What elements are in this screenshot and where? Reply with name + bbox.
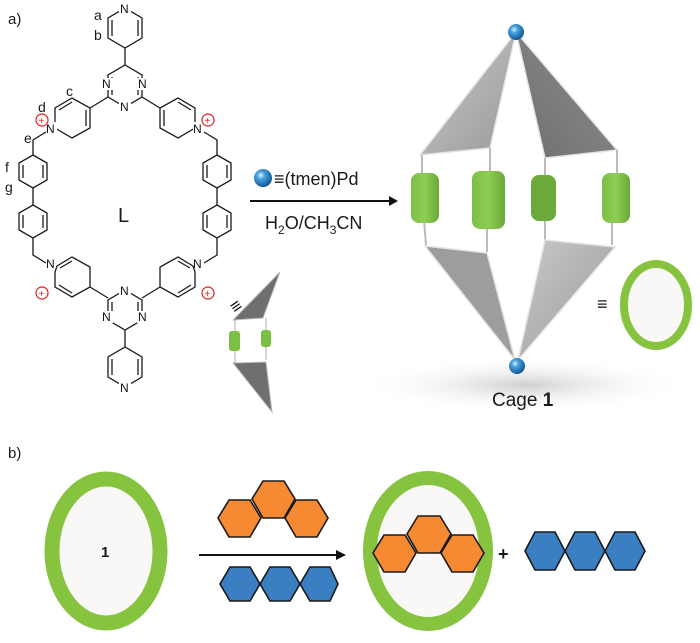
svg-text:N: N [102, 77, 111, 91]
bound-phenanthrene [372, 515, 485, 573]
reaction-arrow[interactable]: ≡(tmen)Pd H2O/CH3CN [250, 169, 398, 237]
ring-equivalence-symbol: ≡ [597, 294, 608, 314]
pd-sphere-icon [508, 24, 524, 40]
top-triazine: N N N [101, 64, 149, 114]
svg-text:N: N [120, 381, 129, 395]
half-cage-schematic [229, 271, 281, 414]
cage-ring-icon [620, 260, 692, 350]
phenanthrene-molecule [217, 480, 329, 538]
charge-icon [201, 113, 215, 127]
svg-text:+: + [39, 116, 45, 127]
proton-label-g: g [5, 179, 13, 195]
cage-1-model [360, 24, 690, 413]
charge-icon [35, 286, 49, 300]
solvent-label: H2O/CH3CN [265, 213, 362, 237]
proton-label-c: c [66, 83, 73, 99]
panel-b-label: b) [8, 445, 21, 462]
proton-label-e: e [24, 130, 32, 146]
svg-text:N: N [120, 284, 129, 298]
panel-a-label: a) [8, 11, 21, 28]
proton-label-b: b [94, 27, 102, 43]
top-pyridine: N [107, 2, 143, 49]
reagent-label: ≡(tmen)Pd [274, 169, 359, 189]
free-anthracene [524, 531, 646, 571]
anthracene-molecule [219, 566, 339, 602]
pd-sphere-icon [509, 358, 525, 374]
charge-icon [35, 113, 49, 127]
svg-text:N: N [120, 2, 129, 16]
proton-label-f: f [5, 159, 9, 175]
svg-text:N: N [46, 257, 55, 271]
svg-text:+: + [205, 116, 211, 127]
svg-text:N: N [120, 100, 129, 114]
ligand-name: L [118, 205, 129, 227]
svg-text:+: + [39, 289, 45, 300]
svg-text:N: N [138, 77, 147, 91]
proton-label-a: a [94, 7, 102, 23]
svg-text:+: + [205, 289, 211, 300]
empty-cage-ring [44, 471, 168, 631]
svg-text:N: N [102, 310, 111, 324]
plus-sign: + [498, 544, 509, 564]
pd-sphere-icon [254, 169, 272, 187]
svg-text:N: N [193, 122, 202, 136]
ligand-structure: N a b N N N N + c d e [5, 2, 232, 395]
svg-text:N: N [193, 257, 202, 271]
proton-label-d: d [38, 99, 46, 115]
svg-text:N: N [46, 122, 55, 136]
svg-text:N: N [138, 310, 147, 324]
cage-number-label: 1 [101, 544, 109, 561]
charge-icon [201, 286, 215, 300]
cage-1-label: Cage 1 [492, 390, 554, 411]
